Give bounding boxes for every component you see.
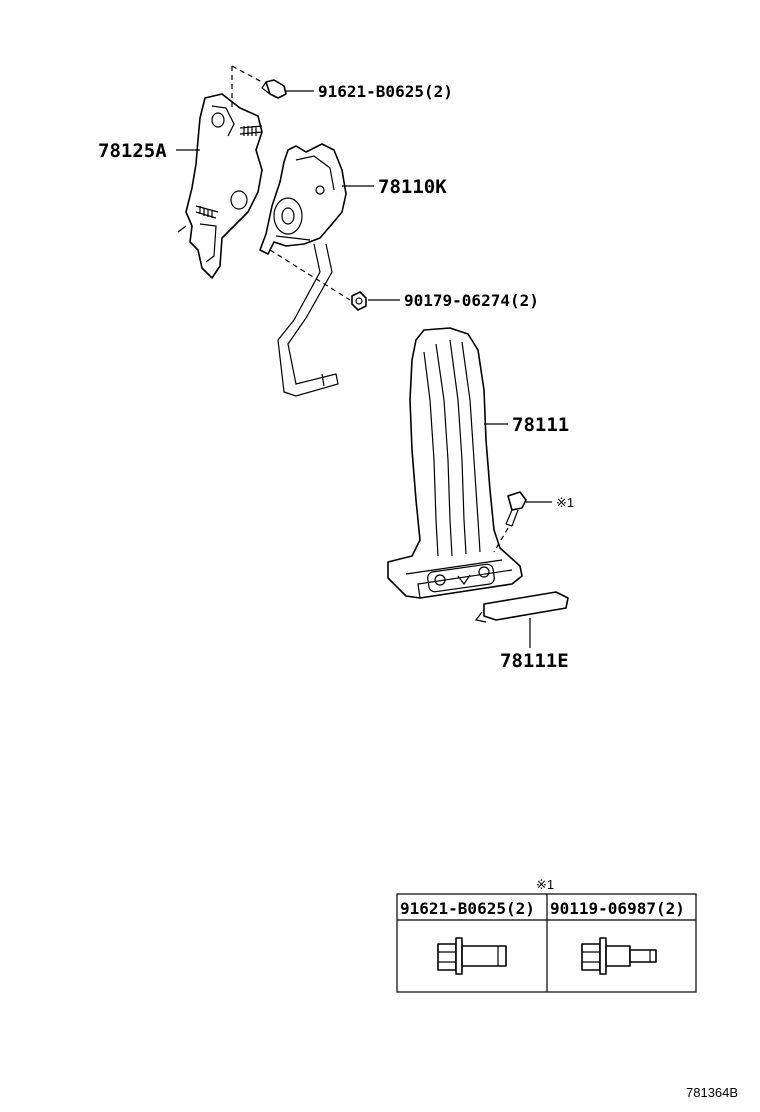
table-marker: ※1 — [536, 877, 554, 892]
callout-bracket: 78125A — [98, 140, 167, 162]
bolt-top-fastener — [261, 79, 287, 99]
table-col-2-part: 90119-06987(2) — [550, 899, 685, 918]
pedal-part — [387, 327, 523, 599]
sensor-part — [259, 143, 347, 397]
nut-fastener — [351, 291, 367, 311]
callout-pedal: 78111 — [512, 414, 569, 436]
flange-bolt-icon — [437, 937, 507, 975]
callout-sensor: 78110K — [378, 176, 447, 198]
table-col-1-part: 91621-B0625(2) — [400, 899, 535, 918]
pedal-bolt-fastener — [505, 491, 527, 527]
callout-pad: 78111E — [500, 650, 569, 672]
bracket-part — [177, 93, 263, 279]
callout-note-marker: ※1 — [556, 495, 574, 510]
stepped-bolt-icon — [581, 937, 657, 975]
callout-bolt-top: 91621-B0625(2) — [318, 82, 453, 101]
reference-table: ※1 91621-B0625(2) 90119-06987(2) — [396, 877, 697, 993]
dashed-lines — [231, 65, 509, 553]
leader-lines — [176, 90, 552, 648]
drawing-number: 781364B — [686, 1085, 738, 1100]
callout-nut: 90179-06274(2) — [404, 291, 539, 310]
cover-part — [474, 591, 569, 623]
